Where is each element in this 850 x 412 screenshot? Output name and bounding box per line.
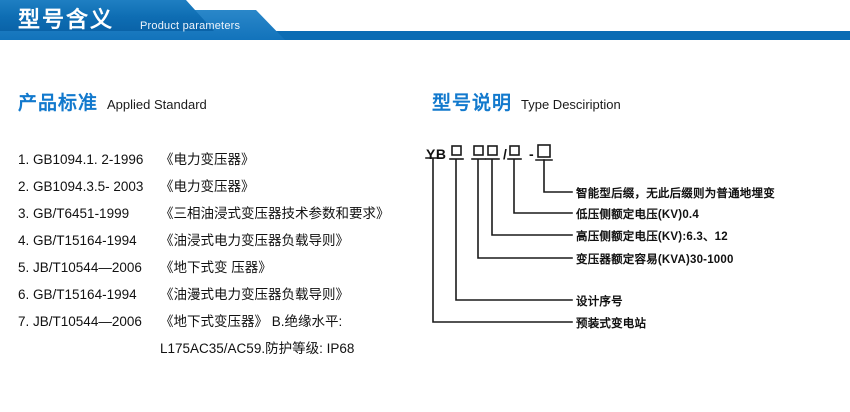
list-item: 7. JB/T10544—2006 《地下式变压器》 B.绝缘水平: [18,308,438,335]
type-code-prefix: YB [426,146,447,162]
standard-code: 5. JB/T10544—2006 [18,260,142,275]
list-item: 3. GB/T6451-1999 《三相油浸式变压器技术参数和要求》 [18,200,438,227]
banner-title-cn: 型号含义 [18,7,115,32]
standard-name: 《地下式变 压器》 [160,260,272,275]
standard-name: 《三相油浸式变压器技术参数和要求》 [160,206,390,221]
page-header-banner: 型号含义 Product parameters [0,0,850,48]
standard-code: 2. GB1094.3.5- 2003 [18,179,144,194]
leader-line-3 [491,159,573,236]
section-heading-type-description: 型号说明 Type Desciription [432,88,621,115]
list-item: 2. GB1094.3.5- 2003 《电力变压器》 [18,173,438,200]
leader-line-2 [513,159,573,214]
code-box-4 [509,145,520,156]
leader-label-smart-suffix: 智能型后缀，无此后缀则为普通地埋变 [576,188,775,200]
standard-name: 《电力变压器》 [160,179,255,194]
standards-list: 1. GB1094.1. 2-1996 《电力变压器》 2. GB1094.3.… [18,146,438,362]
type-code-dash: - [529,146,535,162]
code-box-3b [487,145,498,156]
leader-line-5 [455,159,573,301]
section-heading-applied-standard: 产品标准 Applied Standard [18,88,207,115]
type-code-slash: / [503,146,508,162]
leader-line-6 [432,158,573,323]
list-item: 6. GB/T15164-1994 《油漫式电力变压器负载导则》 [18,281,438,308]
standard-code: 3. GB/T6451-1999 [18,206,130,221]
section-heading-right-en: Type Desciription [521,97,621,112]
leader-label-design-serial: 设计序号 [576,296,623,308]
code-box-5 [537,144,551,158]
standard-code: 4. GB/T15164-1994 [18,233,137,248]
leader-line-1 [543,159,573,193]
standard-code: 6. GB/T15164-1994 [18,287,137,302]
leader-label-rated-capacity: 变压器额定容易(KVA)30-1000 [576,254,734,266]
leader-label-prefab-substation: 预装式变电站 [576,318,647,330]
banner-title-en: Product parameters [140,20,241,32]
standard-name: 《电力变压器》 [160,152,255,167]
list-item: 4. GB/T15164-1994 《油浸式电力变压器负载导则》 [18,227,438,254]
standard-name: 《油漫式电力变压器负载导则》 [160,287,349,302]
list-item: 1. GB1094.1. 2-1996 《电力变压器》 [18,146,438,173]
type-code-diagram-svg [425,144,573,323]
standard-name: L175AC35/AC59.防护等级: IP68 [160,341,355,356]
code-box-3a [473,145,484,156]
section-heading-left-en: Applied Standard [107,97,207,112]
leader-label-hv-rated-voltage: 高压侧额定电压(KV):6.3、12 [576,231,728,243]
leader-line-4 [477,159,573,259]
standard-name: 《油浸式电力变压器负载导则》 [160,233,349,248]
code-box-2 [451,145,462,156]
standard-name: 《地下式变压器》 B.绝缘水平: [160,314,343,329]
section-heading-left-cn: 产品标准 [18,93,99,114]
section-heading-right-cn: 型号说明 [432,93,513,114]
leader-label-lv-rated-voltage: 低压侧额定电压(KV)0.4 [576,209,699,221]
list-item-continuation: L175AC35/AC59.防护等级: IP68 [18,335,438,362]
banner-shape [0,0,850,46]
standard-code: 1. GB1094.1. 2-1996 [18,152,144,167]
list-item: 5. JB/T10544—2006 《地下式变 压器》 [18,254,438,281]
standard-code: 7. JB/T10544—2006 [18,314,142,329]
type-code-diagram [424,142,850,342]
